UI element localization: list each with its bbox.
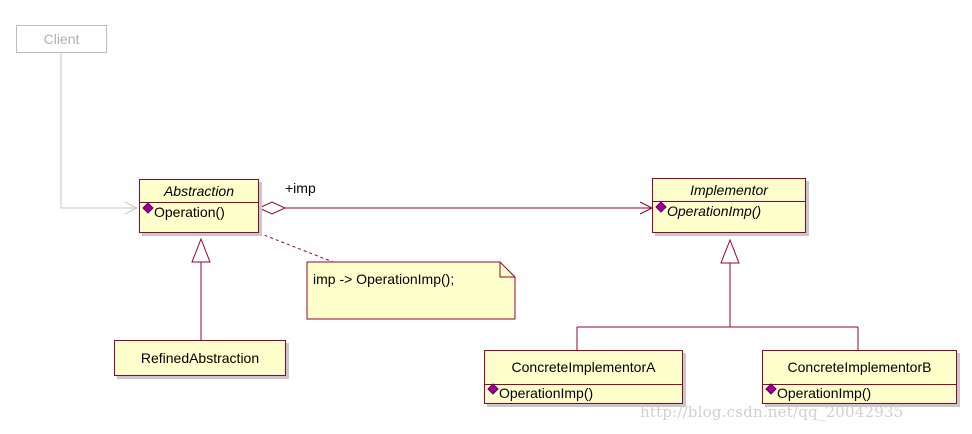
concrete-implementor-b-operation: OperationImp() [777, 385, 872, 401]
abstraction-operation: Operation() [154, 204, 225, 220]
refined-generalization-triangle [191, 237, 211, 263]
aggregation-diamond [257, 201, 287, 215]
abstraction-operations: Operation() [140, 202, 258, 223]
client-box[interactable]: Client [16, 25, 107, 53]
public-operation-icon [142, 202, 154, 214]
refined-abstraction-class-name: RefinedAbstraction [140, 350, 260, 366]
concrete-implementor-a-operations: OperationImp() [485, 383, 682, 404]
public-operation-icon [655, 201, 667, 213]
refined-abstraction-class[interactable]: RefinedAbstraction [114, 340, 286, 376]
watermark-url: http://blog.csdn.net/qq_20042935 [640, 403, 904, 421]
concrete-implementor-b-class-name: ConcreteImplementorB [787, 359, 932, 375]
note-shape [306, 261, 516, 320]
implementor-generalization-triangle [720, 238, 740, 264]
abstraction-class-name: Abstraction [163, 183, 235, 199]
note-anchor-line [258, 232, 334, 263]
implementor-operation: OperationImp() [667, 203, 762, 219]
abstraction-class[interactable]: Abstraction Operation() [139, 179, 259, 233]
concrete-implementor-a-class-name: ConcreteImplementorA [511, 359, 656, 375]
implementor-class-name: Implementor [690, 182, 768, 198]
concrete-implementor-a-class[interactable]: ConcreteImplementorA OperationImp() [484, 350, 683, 404]
client-dependency-arrowhead [124, 201, 139, 215]
concrete-implementor-a-operation: OperationImp() [499, 385, 594, 401]
public-operation-icon [765, 383, 777, 395]
implementor-class[interactable]: Implementor OperationImp() [652, 178, 806, 233]
note-text: imp -> OperationImp(); [313, 271, 455, 287]
note-fold [499, 262, 515, 278]
public-operation-icon [487, 383, 499, 395]
concrete-implementor-b-class[interactable]: ConcreteImplementorB OperationImp() [762, 350, 957, 404]
concrete-implementor-b-operations: OperationImp() [763, 383, 956, 404]
client-label: Client [43, 31, 80, 47]
association-role-label: +imp [285, 180, 316, 196]
client-dependency-line [60, 53, 135, 209]
implementor-operations: OperationImp() [653, 201, 805, 222]
